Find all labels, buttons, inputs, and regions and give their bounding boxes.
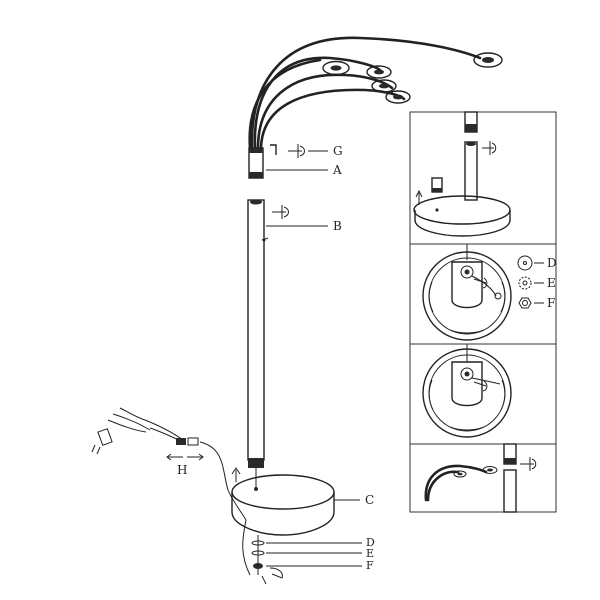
rotate-arrow-icon: [482, 141, 497, 155]
label-b: B: [333, 219, 342, 233]
label-c: C: [365, 493, 374, 507]
part-c-base: [231, 474, 335, 536]
label-e: E: [547, 276, 556, 290]
step-panel-1: [409, 111, 557, 245]
label-a: A: [332, 163, 342, 177]
rotate-arrow-icon: [473, 277, 488, 289]
label-f: F: [547, 296, 555, 310]
rotate-arrow-icon: [473, 380, 488, 392]
step-panel-3: [409, 343, 557, 445]
cord-connector: [176, 437, 199, 446]
rotate-arrow-icon: [261, 567, 283, 585]
label-e-stack: E: [366, 547, 374, 560]
label-d-stack: D: [366, 536, 375, 549]
led-head: [385, 90, 411, 104]
led-head: [473, 52, 503, 68]
power-cord: [107, 407, 251, 576]
washer-d-icon: [517, 255, 533, 271]
label-d: D: [547, 256, 557, 270]
leader-lines: [266, 150, 362, 567]
insert-arrow-icon: [231, 467, 241, 482]
lamp-arms: [248, 36, 482, 150]
star-washer-e-icon: [518, 276, 532, 290]
led-head: [322, 60, 350, 76]
step-panel-2: D E F: [409, 243, 557, 345]
plug-icon: [91, 428, 113, 455]
nut-f-icon: [518, 297, 532, 309]
step-panel-4: [409, 443, 557, 513]
led-head: [366, 65, 392, 79]
rotate-arrow-icon: [288, 144, 305, 158]
hex-key-icon: [270, 144, 277, 155]
led-heads: [322, 52, 503, 104]
part-b-tube: [247, 199, 269, 468]
led-head: [371, 79, 397, 93]
rotate-arrow-icon: [272, 205, 289, 219]
plug-arrows-icon: [166, 453, 204, 461]
rotate-arrow-icon: [520, 457, 537, 471]
insert-arrow-icon: [415, 189, 423, 205]
label-h: H: [177, 463, 187, 477]
label-f-stack: F: [366, 559, 374, 572]
part-a-sleeve: [248, 147, 264, 179]
label-g: G: [333, 144, 343, 158]
